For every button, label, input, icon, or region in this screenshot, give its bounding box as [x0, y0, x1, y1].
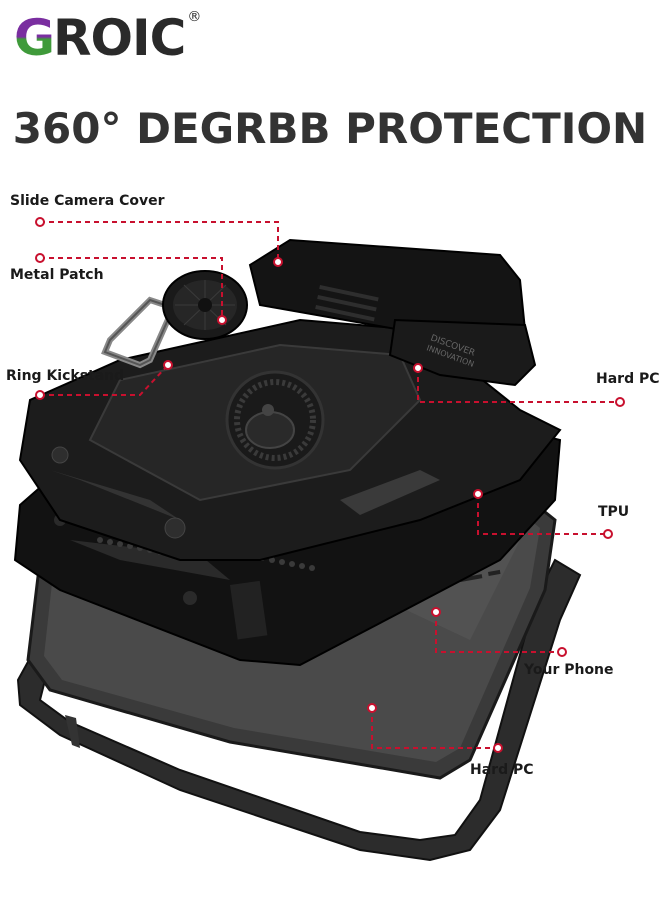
label-ring-kickstand: Ring Kickstand: [6, 368, 125, 384]
label-your-phone: Your Phone: [524, 662, 614, 678]
registered-mark: ®: [187, 9, 202, 25]
callout-lines: [40, 221, 620, 749]
label-hard-pc-top: Hard PC: [596, 371, 660, 387]
label-hard-pc-bottom: Hard PC: [470, 762, 534, 778]
label-slide-camera-cover: Slide Camera Cover: [10, 193, 165, 209]
page-title: 360° DEGRBB PROTECTION: [12, 104, 648, 153]
slide-camera-cover: DISCOVER INNOVATION: [248, 238, 537, 387]
logo-wordmark: ROIC: [53, 9, 186, 67]
logo-letter-g: G: [14, 9, 55, 67]
brand-logo: G ROIC ®: [14, 8, 201, 68]
callout-dots: [35, 217, 625, 753]
label-tpu: TPU: [598, 504, 630, 520]
label-metal-patch: Metal Patch: [10, 267, 104, 283]
